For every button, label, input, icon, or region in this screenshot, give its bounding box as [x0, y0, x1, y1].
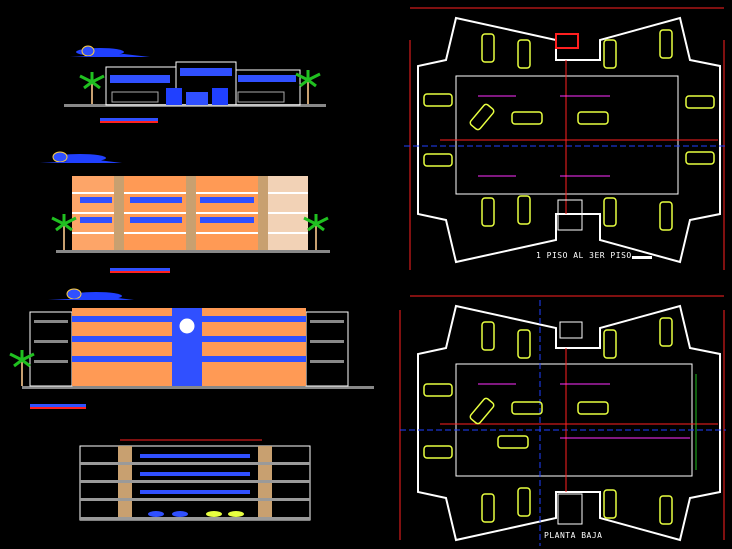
upper-floor-plan-label: 1 PISO AL 3ER PISO [536, 251, 632, 260]
car-icon [469, 103, 495, 131]
building-section [79, 439, 311, 521]
car-icon [517, 487, 531, 517]
car-icon [423, 93, 453, 107]
upper-floor-plan: 1 PISO AL 3ER PISO [404, 7, 726, 270]
palm-tree-icon [295, 70, 321, 104]
car-icon [659, 201, 673, 231]
car-icon [517, 195, 531, 225]
car-icon [497, 435, 529, 449]
car-icon [603, 489, 617, 519]
car-icon [481, 321, 495, 351]
car-icon [423, 153, 453, 167]
car-icon [517, 329, 531, 359]
car-icon [517, 39, 531, 69]
car-icon [423, 383, 453, 397]
car-icon [659, 317, 673, 347]
car-icon [603, 329, 617, 359]
car-icon [511, 111, 543, 125]
ground-floor-plan-label: PLANTA BAJA [544, 531, 602, 540]
car-icon [685, 95, 715, 109]
car-icon [659, 495, 673, 525]
car-icon [577, 111, 609, 125]
palm-tree-icon [9, 350, 35, 386]
sky-ornament-icon [48, 288, 134, 300]
car-icon [469, 397, 495, 425]
car-icon [659, 29, 673, 59]
car-icon [481, 197, 495, 227]
ground-floor-plan: PLANTA BAJA [399, 295, 726, 546]
palm-tree-icon [51, 214, 77, 250]
car-icon [423, 445, 453, 459]
car-icon [511, 401, 543, 415]
sky-ornament-icon [40, 151, 122, 163]
car-icon [685, 151, 715, 165]
car-icon [603, 197, 617, 227]
car-icon [603, 39, 617, 69]
car-icon [481, 493, 495, 523]
car-icon [577, 401, 609, 415]
car-icon [481, 33, 495, 63]
palm-tree-icon [79, 72, 105, 104]
side-elevation [40, 151, 330, 273]
palm-tree-icon [303, 214, 329, 250]
sky-ornament-icon [70, 45, 150, 57]
front-elevation [64, 45, 326, 123]
rear-elevation [9, 288, 374, 409]
